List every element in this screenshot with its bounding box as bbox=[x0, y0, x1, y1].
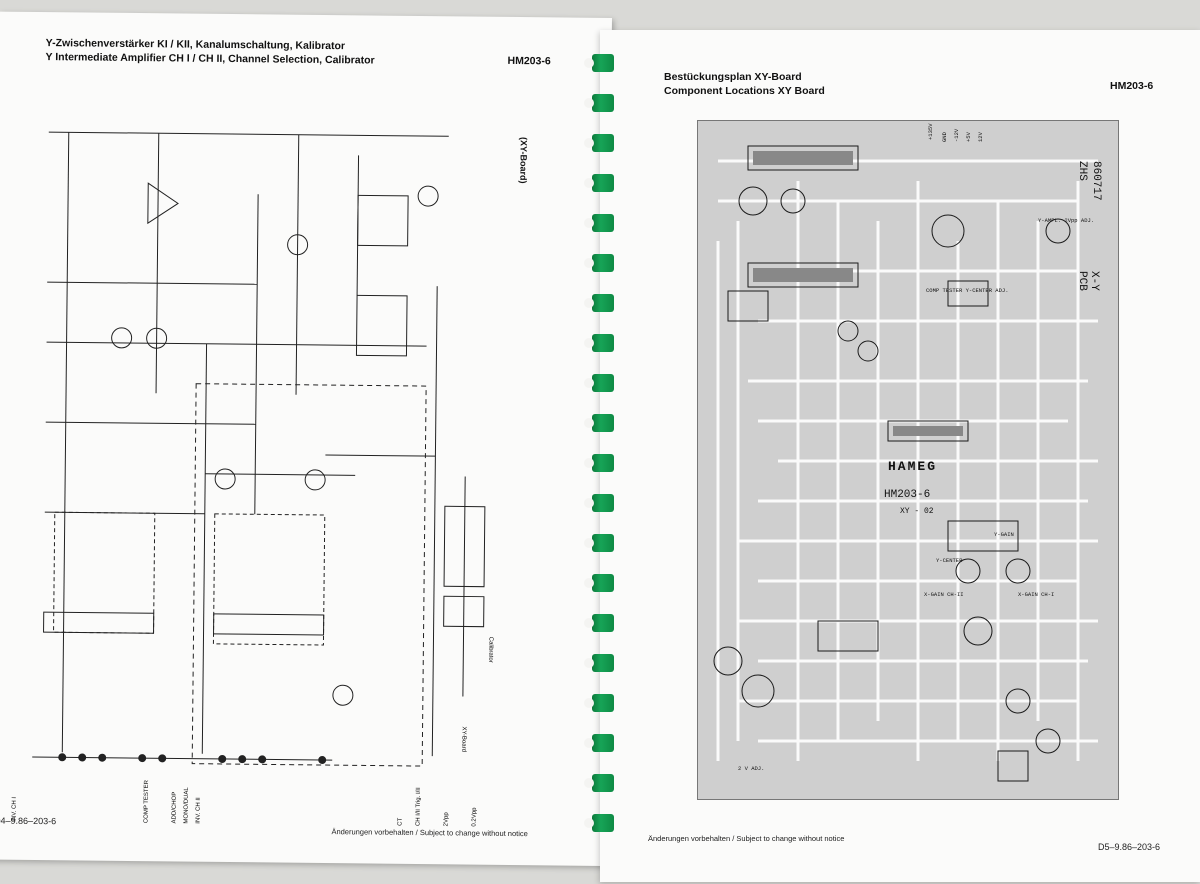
left-footer-code: 04–9.86–203-6 bbox=[0, 815, 57, 827]
component-title-de: Bestückungsplan XY-Board bbox=[664, 71, 802, 83]
right-footer-note: Änderungen vorbehalten / Subject to chan… bbox=[648, 834, 845, 843]
pcb-label-135v: +135V bbox=[927, 123, 934, 140]
binding-coil bbox=[584, 494, 614, 512]
binding-coil bbox=[584, 614, 614, 632]
binding-coil bbox=[584, 254, 614, 272]
label-comp-tester: COMP TESTER bbox=[143, 780, 150, 824]
left-page-schematic: Y-Zwischenverstärker KI / KII, Kanalumsc… bbox=[0, 11, 612, 866]
binding-coil bbox=[584, 214, 614, 232]
left-footer-note: Änderungen vorbehalten / Subject to chan… bbox=[331, 827, 528, 839]
binding-coil bbox=[584, 294, 614, 312]
pcb-label-minus12v: -12V bbox=[953, 128, 960, 142]
binding-coil bbox=[584, 774, 614, 792]
binding-coil bbox=[584, 814, 614, 832]
pcb-label-5v: +5V bbox=[965, 132, 972, 142]
pcb-label-x-gain-ch1: X-GAIN CH-I bbox=[1018, 591, 1055, 598]
right-footer-code: D5–9.86–203-6 bbox=[1098, 842, 1161, 852]
label-calibrator: Calibrator bbox=[487, 636, 494, 663]
pcb-label-comp-tester: COMP TESTER Y-CENTER ADJ. bbox=[926, 287, 1009, 294]
pcb-board-rev: XY - 02 bbox=[900, 507, 934, 516]
pcb-label-gnd: GND bbox=[941, 132, 948, 142]
pcb-board-name: HM203-6 bbox=[884, 489, 931, 501]
binding-coil bbox=[584, 454, 614, 472]
xy-board-pcb-layout: HAMEG HM203-6 XY - 02 X-Y PCB 860717 ZHS… bbox=[697, 120, 1119, 800]
pcb-serial: 860717 bbox=[1090, 161, 1102, 201]
label-add-chop: ADD/CHOP bbox=[171, 791, 178, 824]
pcb-label-12v: 12V bbox=[977, 132, 984, 142]
component-title: Bestückungsplan XY-Board Component Locat… bbox=[664, 70, 825, 98]
label-ch-trig: CH I/II Trig. I/II bbox=[415, 787, 422, 827]
label-inv-ch2: INV. CH II bbox=[195, 797, 202, 824]
pcb-traces bbox=[713, 145, 1098, 782]
schematic-model: HM203-6 bbox=[507, 54, 551, 68]
label-0-2vpp: 0.2Vpp bbox=[471, 807, 478, 827]
component-model: HM203-6 bbox=[1110, 80, 1154, 92]
binding-coil bbox=[584, 134, 614, 152]
label-ct: CT bbox=[397, 817, 404, 826]
spiral-binding bbox=[582, 40, 622, 840]
schematic-title: Y-Zwischenverstärker KI / KII, Kanalumsc… bbox=[45, 36, 374, 67]
pcb-label-y-gain: Y-GAIN bbox=[994, 531, 1014, 538]
pcb-label-y-center: Y-CENTER bbox=[936, 557, 963, 564]
schematic-title-en: Y Intermediate Amplifier CH I / CH II, C… bbox=[45, 51, 375, 67]
binding-coil bbox=[584, 414, 614, 432]
pcb-label-2v-adj: 2 V ADJ. bbox=[738, 765, 765, 772]
binding-coil bbox=[584, 54, 614, 72]
pcb-label-y-ampl: Y-AMPL. 2Vpp ADJ. bbox=[1038, 217, 1095, 224]
pcb-side-text: X-Y PCB bbox=[1076, 271, 1100, 291]
binding-coil bbox=[584, 174, 614, 192]
binding-coil bbox=[584, 374, 614, 392]
schematic-drawing bbox=[32, 131, 486, 767]
pcb-marking: ZHS bbox=[1076, 161, 1088, 181]
component-title-en: Component Locations XY Board bbox=[664, 85, 825, 97]
binding-coil bbox=[584, 334, 614, 352]
binding-coil bbox=[584, 94, 614, 112]
binding-coil bbox=[584, 574, 614, 592]
label-mono-dual: MONO/DUAL bbox=[183, 787, 190, 824]
binding-coil bbox=[584, 534, 614, 552]
label-2vpp: 2Vpp bbox=[443, 812, 450, 827]
pcb-brand: HAMEG bbox=[888, 459, 938, 474]
binding-coil bbox=[584, 734, 614, 752]
binding-coil bbox=[584, 654, 614, 672]
label-xy-board: XY-Board bbox=[460, 726, 467, 752]
binding-coil bbox=[584, 694, 614, 712]
pcb-label-x-gain-ch2: X-GAIN CH-II bbox=[924, 591, 964, 598]
right-page-component-locations: Bestückungsplan XY-Board Component Locat… bbox=[600, 30, 1200, 882]
